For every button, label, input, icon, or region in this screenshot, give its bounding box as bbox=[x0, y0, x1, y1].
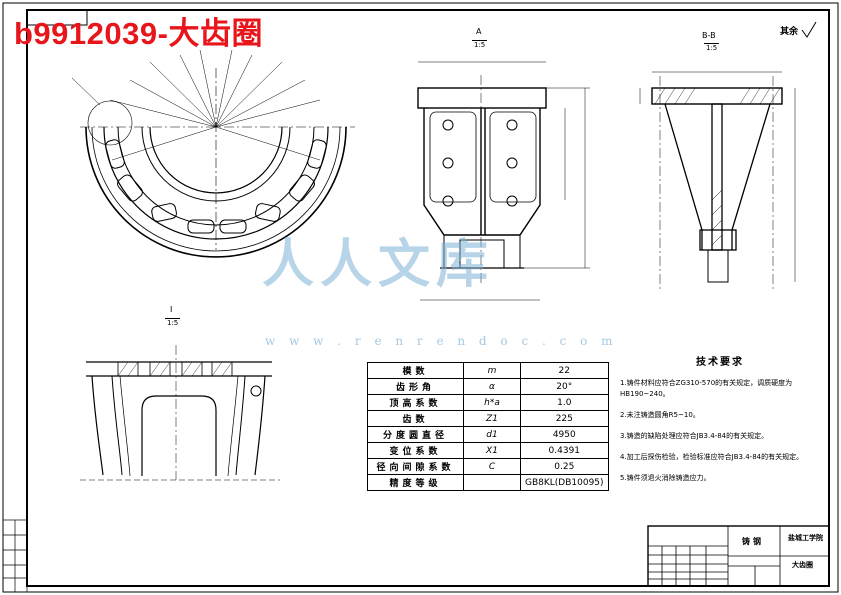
roughness-label: 其余 bbox=[780, 27, 799, 37]
table-row: 齿数 Z1 225 bbox=[367, 410, 609, 427]
param-value: 4950 bbox=[520, 426, 609, 443]
view-a bbox=[417, 61, 590, 301]
param-symbol bbox=[463, 474, 521, 491]
param-value: 1.0 bbox=[520, 394, 609, 411]
technical-requirements: 技术要求 1.铸件材料应符合ZG310-570的有关规定，调质硬度为HB190~… bbox=[620, 357, 820, 494]
table-row: 变位系数 X1 0.4391 bbox=[367, 442, 609, 459]
watermark-text: 人人文库 bbox=[262, 235, 495, 295]
list-item: 3.铸造的缺陷处理应符合JB3.4-84的有关规定。 bbox=[620, 432, 769, 440]
param-symbol: C bbox=[463, 458, 521, 475]
list-item: 2.未注铸造圆角R5~10。 bbox=[620, 411, 700, 419]
title-block bbox=[647, 525, 830, 587]
param-name: 齿形角 bbox=[367, 378, 464, 395]
left-margin-strip bbox=[2, 519, 28, 593]
table-row: 顶高系数 h*a 1.0 bbox=[367, 394, 609, 411]
param-value: 225 bbox=[520, 410, 609, 427]
table-row: 精度等级 GB8KL(DB10095) bbox=[367, 474, 609, 491]
title-block-school: 盐城工学院 bbox=[788, 534, 823, 542]
inner-border bbox=[26, 9, 830, 587]
title-block-material: 铸钢 bbox=[742, 537, 764, 546]
param-name: 精度等级 bbox=[367, 474, 464, 491]
param-value: GB8KL(DB10095) bbox=[520, 474, 609, 491]
drawing-id-title: b9912039-大齿圈 bbox=[14, 16, 263, 51]
param-symbol: h*a bbox=[463, 394, 521, 411]
gear-view bbox=[71, 49, 355, 258]
detail-i bbox=[80, 345, 280, 481]
param-value: 22 bbox=[520, 362, 609, 379]
table-row: 模数 m 22 bbox=[367, 362, 609, 379]
param-symbol: α bbox=[463, 378, 521, 395]
param-symbol: Z1 bbox=[463, 410, 521, 427]
title-block-drawing-name: 大齿圈 bbox=[792, 561, 813, 569]
tech-requirements-title: 技术要求 bbox=[696, 357, 744, 368]
list-item: 1.铸件材料应符合ZG310-570的有关规定，调质硬度为HB190~240。 bbox=[620, 379, 793, 398]
roughness-symbol bbox=[801, 21, 817, 38]
param-value: 0.4391 bbox=[520, 442, 609, 459]
section-b-scale: 1:5 bbox=[704, 43, 720, 52]
title-tab-top-left bbox=[26, 9, 88, 26]
section-b bbox=[639, 71, 796, 290]
param-name: 齿数 bbox=[367, 410, 464, 427]
param-symbol: d1 bbox=[463, 426, 521, 443]
param-symbol: m bbox=[463, 362, 521, 379]
section-a-label: A bbox=[476, 27, 482, 36]
list-item: 4.加工后探伤检验，检验标准应符合JB3.4-84的有关规定。 bbox=[620, 453, 804, 461]
table-row: 齿形角 α 20° bbox=[367, 378, 609, 395]
param-value: 20° bbox=[520, 378, 609, 395]
section-i-scale: 1:5 bbox=[165, 318, 181, 327]
section-i-label: I bbox=[170, 305, 173, 314]
gear-parameter-table: 模数 m 22 齿形角 α 20° 顶高系数 h*a 1.0 齿数 Z1 225… bbox=[367, 362, 609, 491]
watermark-url: w w w . r e n r e n d o c . c o m bbox=[265, 334, 618, 348]
list-item: 5.铸件须退火消除铸造应力。 bbox=[620, 474, 711, 482]
table-row: 径向间隙系数 C 0.25 bbox=[367, 458, 609, 475]
param-symbol: X1 bbox=[463, 442, 521, 459]
section-a-scale: 1:5 bbox=[472, 40, 488, 49]
section-b-label: B-B bbox=[702, 31, 716, 40]
table-row: 分度圆直径 d1 4950 bbox=[367, 426, 609, 443]
param-name: 顶高系数 bbox=[367, 394, 464, 411]
param-name: 变位系数 bbox=[367, 442, 464, 459]
param-name: 分度圆直径 bbox=[367, 426, 464, 443]
param-value: 0.25 bbox=[520, 458, 609, 475]
param-name: 径向间隙系数 bbox=[367, 458, 464, 475]
param-name: 模数 bbox=[367, 362, 464, 379]
